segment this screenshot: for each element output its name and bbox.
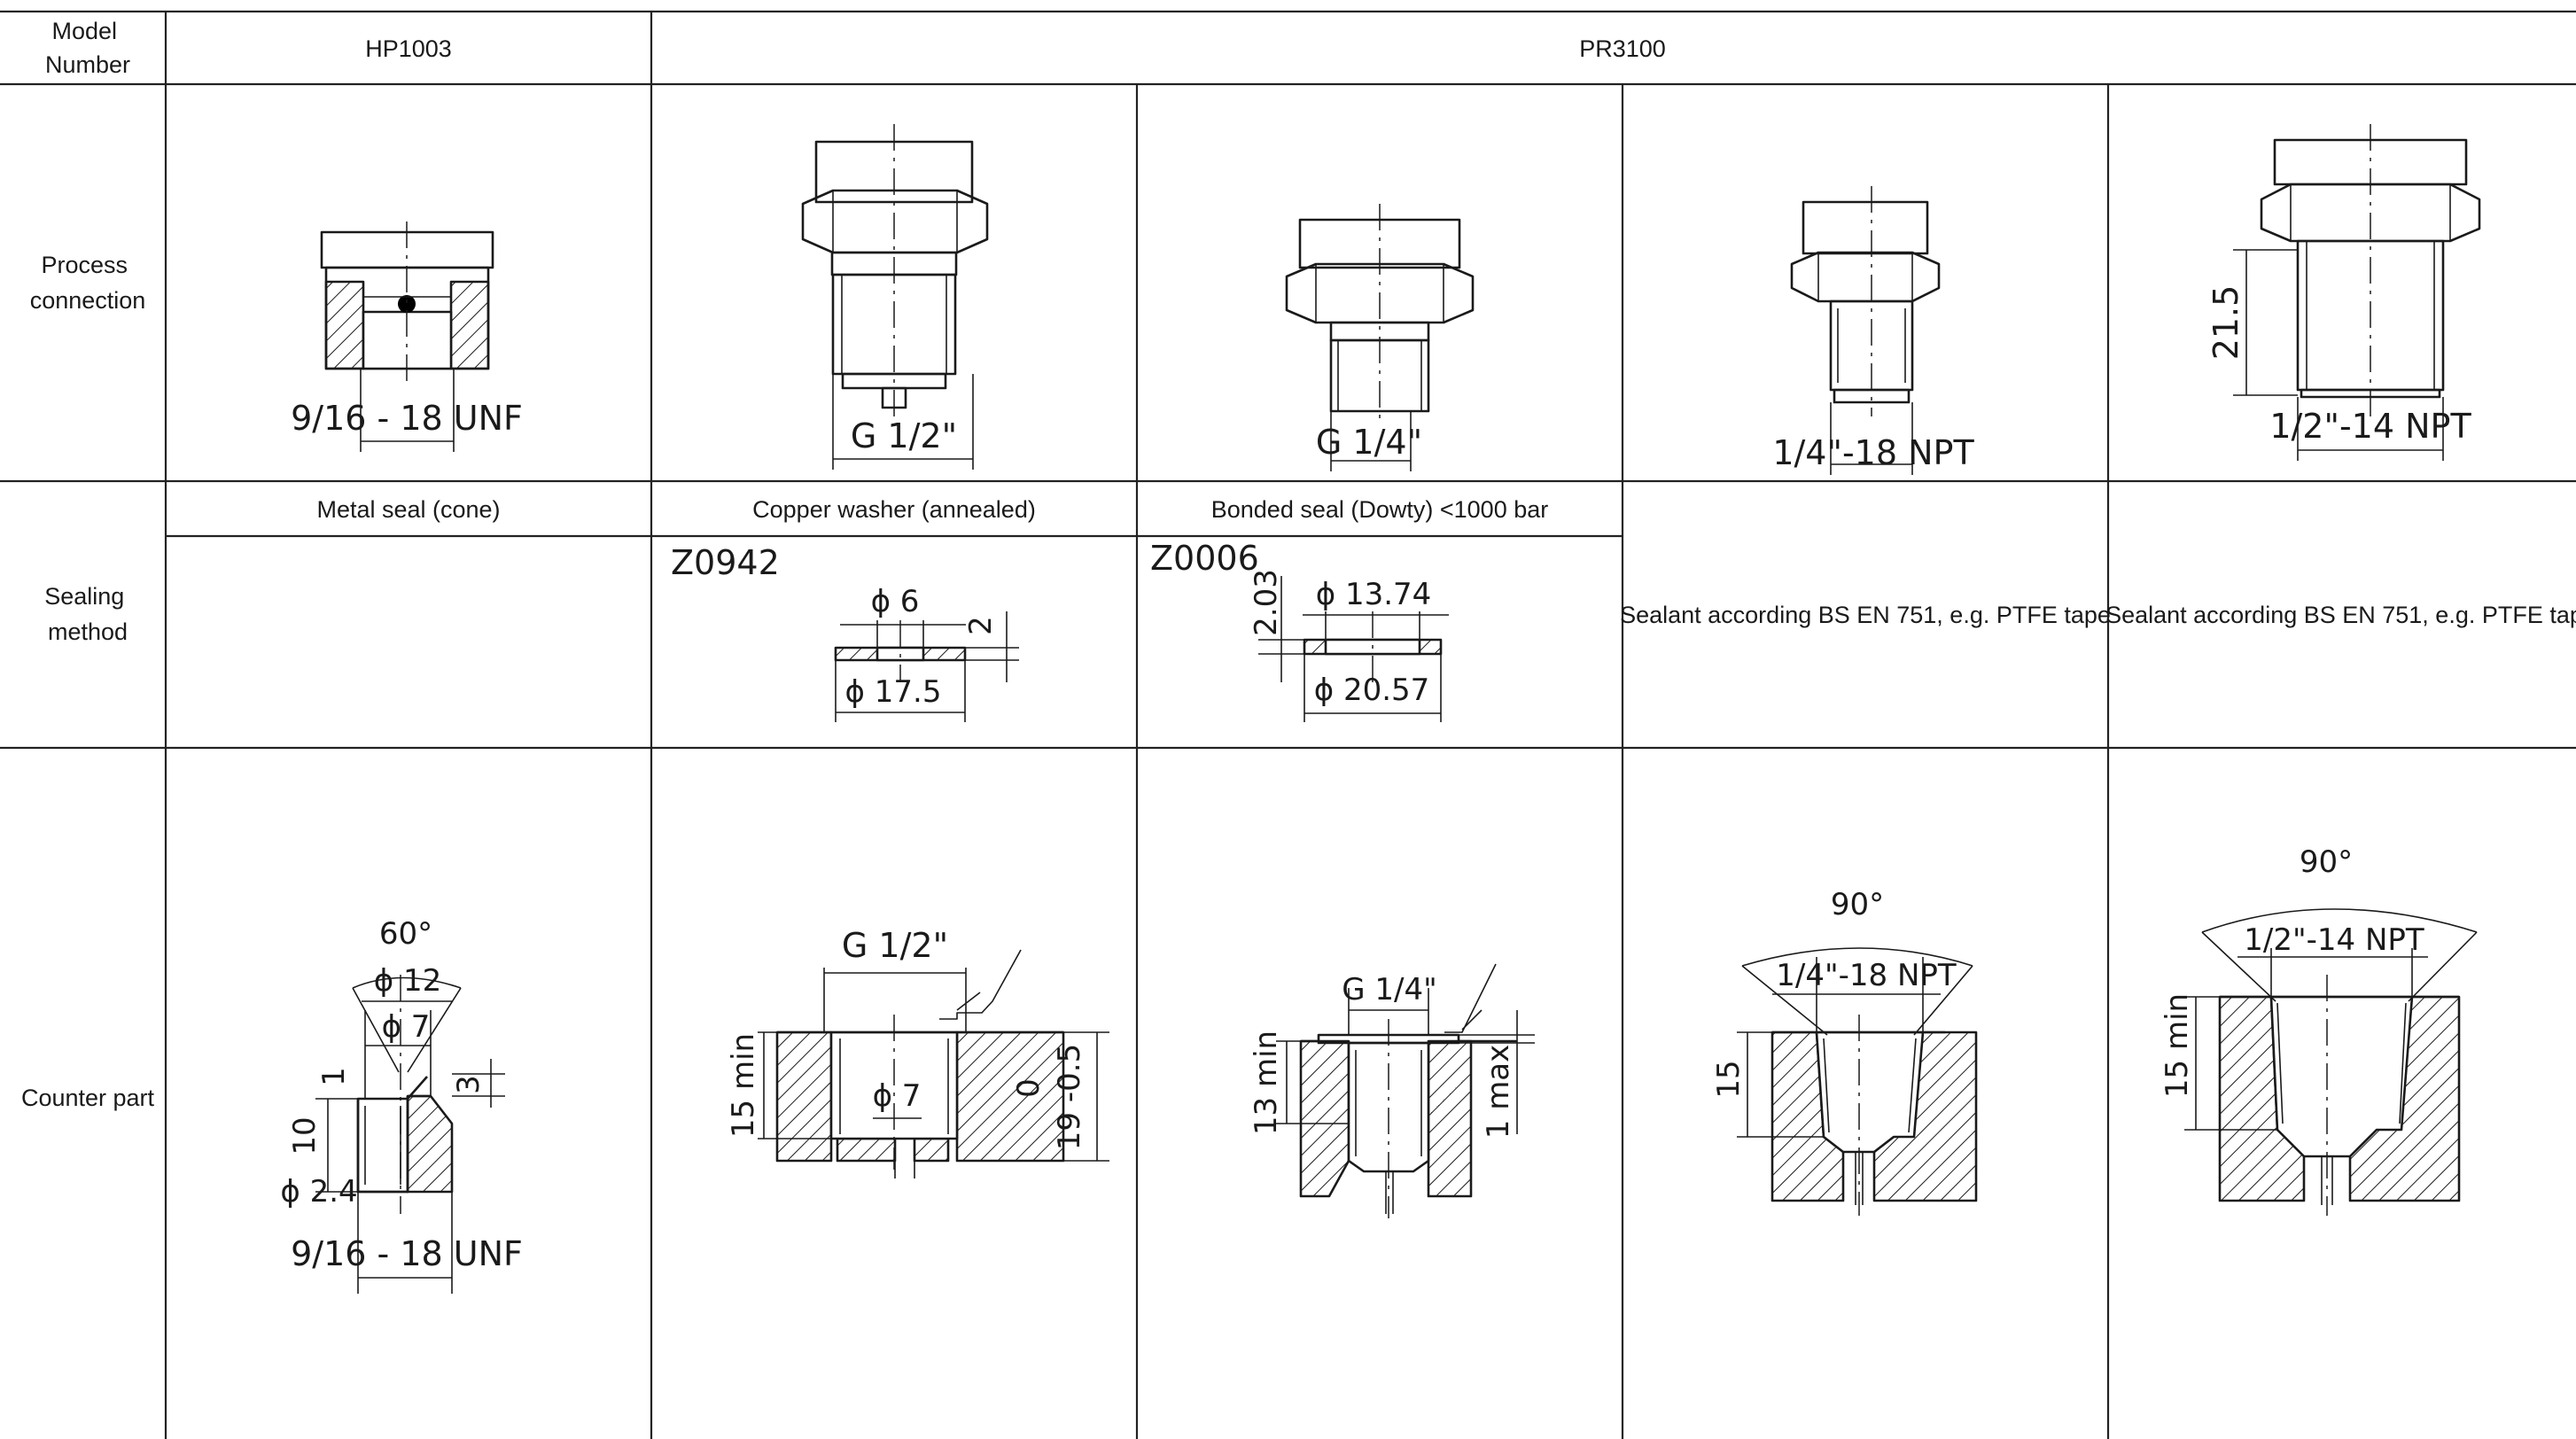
dim-counter-npt12-angle: 90°	[2300, 844, 2353, 880]
dim-len-215: 21.5	[2206, 285, 2245, 361]
dim-counter-g12: G 1/2"	[842, 926, 948, 965]
dim-g12: G 1/2"	[851, 416, 957, 455]
dim-counter-g14-depth: 13 min	[1249, 1031, 1284, 1135]
dim-hp-counter-thread: 9/16 - 18 UNF	[291, 1234, 523, 1273]
dim-copper-outer: ϕ 17.5	[845, 674, 942, 710]
seal-sealant-npt12: Sealant according BS EN 751, e.g. PTFE t…	[2105, 602, 2576, 628]
part-number-z0942: Z0942	[671, 543, 780, 582]
drawing-counter-npt14: 90° 1/4"-18 NPT 15	[1711, 887, 1978, 1216]
table-grid	[0, 10, 2576, 1439]
dim-copper-inner: ϕ 6	[871, 584, 920, 619]
drawing-process-g12: G 1/2"	[801, 124, 989, 470]
dim-hp-thread: 9/16 - 18 UNF	[291, 399, 523, 438]
dim-npt12: 1/2"-14 NPT	[2269, 407, 2471, 446]
drawing-process-npt14: 1/4"-18 NPT	[1772, 186, 1974, 475]
seal-copper-washer: Copper washer (annealed)	[752, 496, 1036, 523]
drawing-process-npt12: 21.5 1/2"-14 NPT	[2206, 124, 2481, 461]
dim-hp-d24: ϕ 2.4	[280, 1174, 357, 1210]
dim-hp-d7: ϕ 7	[382, 1009, 431, 1045]
seal-sealant-npt14: Sealant according BS EN 751, e.g. PTFE t…	[1620, 602, 2111, 628]
dim-counter-npt14-depth: 15	[1711, 1060, 1747, 1098]
dim-counter-g12-tol: 0	[1011, 1078, 1047, 1098]
dim-counter-npt12-depth: 15 min	[2160, 993, 2195, 1098]
dim-bonded-inner: ϕ 13.74	[1316, 577, 1432, 612]
dim-bonded-thick: 2.03	[1249, 569, 1284, 636]
drawing-washer-bonded: ϕ 13.74 ϕ 20.57 2.03	[1249, 569, 1449, 722]
dim-hp-d12: ϕ 12	[374, 963, 442, 999]
dim-counter-g12-depth: 15 min	[726, 1033, 761, 1138]
dim-hp-10: 10	[287, 1116, 323, 1155]
row-label-sealing-method: Sealing method	[44, 583, 131, 645]
drawing-counter-g12: G 1/2" 15 min ϕ 7 0 19 -0.5	[726, 926, 1109, 1178]
dim-counter-g14-max: 1 max	[1481, 1045, 1516, 1140]
dim-hp-angle: 60°	[379, 916, 432, 952]
drawing-process-g14: G 1/4"	[1285, 204, 1475, 471]
dim-counter-g12-range: 19 -0.5	[1052, 1044, 1087, 1150]
seal-metal-cone: Metal seal (cone)	[316, 496, 500, 523]
drawing-process-hp1003: 9/16 - 18 UNF	[291, 222, 523, 452]
dim-bonded-outer: ϕ 20.57	[1314, 673, 1430, 708]
dim-copper-thick: 2	[963, 616, 999, 635]
model-pr3100: PR3100	[1579, 35, 1666, 62]
drawing-counter-npt12: 90° 1/2"-14 NPT 15 min	[2160, 844, 2478, 1216]
model-hp1003: HP1003	[365, 35, 452, 62]
dim-counter-npt12: 1/2"-14 NPT	[2244, 922, 2424, 958]
part-number-z0006: Z0006	[1150, 539, 1259, 578]
drawing-washer-copper: ϕ 6 ϕ 17.5 2	[834, 584, 1019, 722]
dim-g14: G 1/4"	[1316, 423, 1422, 462]
dim-npt14: 1/4"-18 NPT	[1772, 433, 1974, 472]
dim-counter-g14: G 1/4"	[1342, 972, 1437, 1007]
model-number-label: Model Number	[45, 18, 130, 78]
seal-bonded-dowty: Bonded seal (Dowty) <1000 bar	[1211, 496, 1548, 523]
row-label-counter-part: Counter part	[21, 1085, 155, 1111]
dim-hp-3: 3	[451, 1075, 486, 1094]
row-label-process-connection: Process connection	[30, 252, 146, 314]
drawing-counter-g14: G 1/4" 13 min 1 max	[1249, 963, 1535, 1218]
dim-counter-npt14: 1/4"-18 NPT	[1776, 958, 1957, 993]
dim-counter-npt14-angle: 90°	[1831, 887, 1884, 922]
dim-hp-1: 1	[316, 1067, 352, 1086]
drawing-counter-hp1003: 60° ϕ 12 ϕ 7 1 3 10 ϕ 2.4 9/16 - 18 UNF	[280, 916, 523, 1294]
dim-counter-g12-d7: ϕ 7	[873, 1078, 922, 1114]
